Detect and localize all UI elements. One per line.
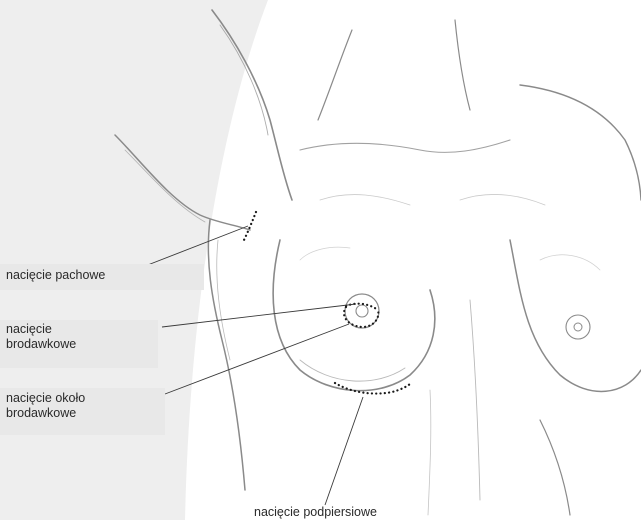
label-axillary: nacięcie pachowe: [6, 268, 105, 283]
right-areola: [566, 315, 590, 339]
inframammary-incision: [335, 383, 410, 394]
leader-inframammary: [325, 397, 363, 505]
left-breast: [273, 240, 435, 391]
right-shoulder: [520, 85, 641, 200]
label-periareolar: nacięcie około brodawkowe: [6, 391, 85, 421]
left-nipple: [356, 305, 368, 317]
collarbone: [300, 140, 510, 152]
label-nipple: nacięcie brodawkowe: [6, 322, 76, 352]
incision-marks: [243, 212, 410, 394]
label-inframammary: nacięcie podpiersiowe: [254, 505, 377, 520]
left-side-contour: [208, 220, 245, 490]
background-panel: [0, 0, 268, 520]
neck: [318, 30, 352, 120]
